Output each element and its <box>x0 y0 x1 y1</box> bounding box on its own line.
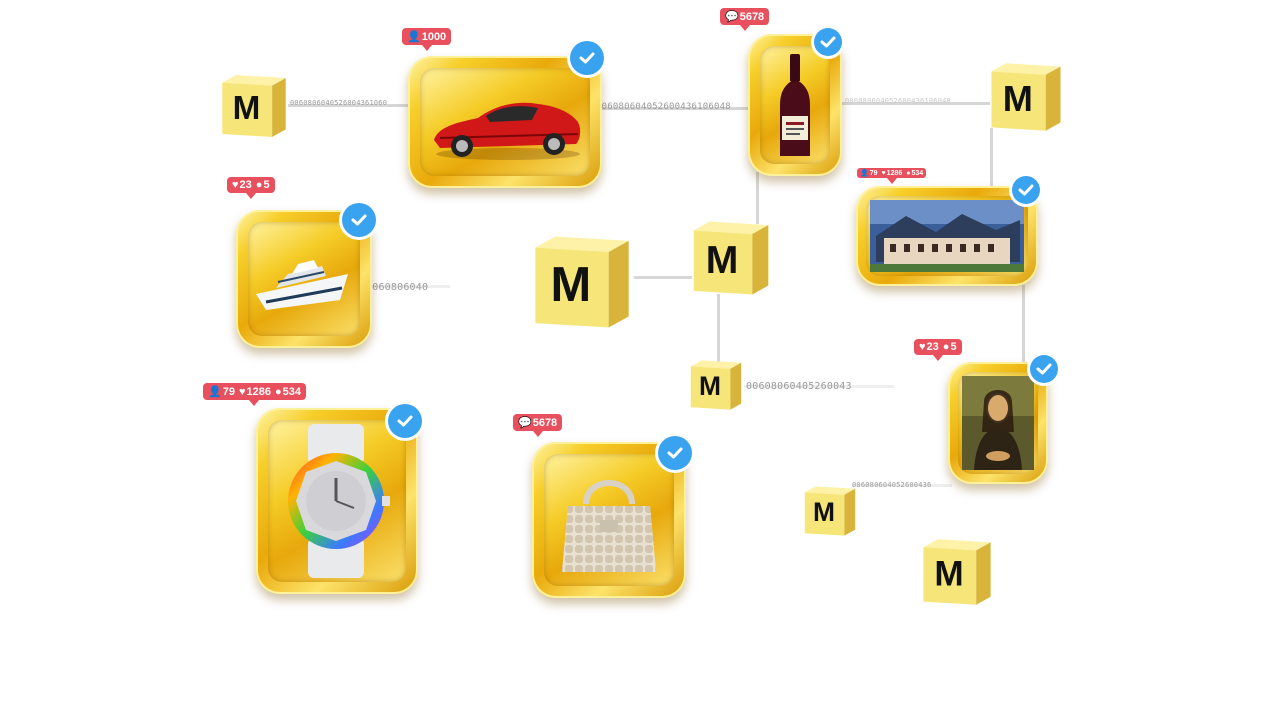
hash-car-left: 0060806040526004361060 <box>290 99 388 107</box>
m-logo-cube-icon[interactable]: M <box>916 536 998 608</box>
yacht-image <box>256 260 348 310</box>
comment-icon: ● <box>255 179 263 191</box>
badge-value: 79 <box>869 169 878 177</box>
link-wine-cube-center <box>756 172 759 224</box>
m-logo-cube-icon[interactable]: M <box>216 72 292 140</box>
badge-value: 1000 <box>421 30 447 43</box>
link-smallcube-painting <box>744 385 894 388</box>
badge-mansion: 👤79 ♥1286 ●534 <box>857 168 927 184</box>
cube-mark: M <box>699 371 721 401</box>
badge-painting: ♥23 ●5 <box>914 339 962 361</box>
verified-check-icon <box>1030 355 1058 383</box>
badge-value: 5678 <box>739 10 765 23</box>
link-car-wine <box>600 107 752 110</box>
nft-card-mansion[interactable] <box>856 186 1038 286</box>
verified-check-icon <box>570 41 604 75</box>
m-logo-cube-icon[interactable]: M <box>524 232 640 332</box>
handbag-image <box>562 480 656 572</box>
m-logo-cube-icon[interactable]: M <box>686 218 776 298</box>
link-cube-cube-small <box>717 294 720 364</box>
badge-value: 23 <box>926 341 939 353</box>
comment-icon: ● <box>274 385 282 398</box>
m-logo-cube-icon[interactable]: M <box>800 482 860 540</box>
verified-check-icon <box>658 436 692 470</box>
user-icon: 👤 <box>407 31 421 43</box>
badge-value: 1286 <box>886 169 903 177</box>
badge-value: 5 <box>263 179 270 191</box>
hash-car-wine: 006080604052600436106048 <box>596 102 731 112</box>
badge-wine: 💬5678 <box>720 8 770 31</box>
link-yacht-right <box>370 285 450 288</box>
heart-icon: ♥ <box>881 169 886 177</box>
cube-mark: M <box>813 497 835 527</box>
hash-wine-right: 006080604052600436106048 <box>845 97 951 105</box>
sports-car-image <box>434 102 581 160</box>
hash-painting-bottom: 006080604052600436 <box>852 481 932 489</box>
link-cube-mansion <box>990 128 993 190</box>
badge-car: 👤1000 <box>402 28 452 51</box>
badge-value: 5 <box>950 341 957 353</box>
wine-bottle-image <box>780 54 810 156</box>
verified-check-icon <box>814 28 842 56</box>
verified-check-icon <box>1012 176 1040 204</box>
heart-icon: ♥ <box>232 179 239 191</box>
cube-mark: M <box>706 239 739 282</box>
m-logo-cube-icon[interactable]: M <box>686 358 746 412</box>
cube-mark: M <box>551 258 592 312</box>
hash-yacht: 0060806040 <box>366 282 429 293</box>
m-logo-cube-icon[interactable]: M <box>984 60 1068 134</box>
comment-icon: ● <box>906 169 911 177</box>
link-cube-car <box>288 104 410 107</box>
cube-mark: M <box>1003 78 1033 119</box>
comment-icon: 💬 <box>725 11 739 23</box>
user-icon: 👤 <box>860 170 869 177</box>
badge-value: 23 <box>239 179 252 191</box>
nft-card-wine[interactable] <box>748 34 842 176</box>
badge-value: 5678 <box>532 416 558 429</box>
user-icon: 👤 <box>208 386 222 398</box>
link-mansion-painting <box>1022 285 1025 365</box>
verified-check-icon <box>342 203 376 237</box>
watch-image <box>288 424 390 578</box>
comment-icon: 💬 <box>518 417 532 429</box>
mansion-image <box>870 200 1024 272</box>
link-wine-cube <box>838 102 990 105</box>
link-bigcube-cube <box>634 276 692 279</box>
heart-icon: ♥ <box>238 385 246 398</box>
badge-value: 534 <box>911 169 924 177</box>
mona-lisa-image <box>962 376 1034 470</box>
nft-card-painting[interactable] <box>948 362 1048 484</box>
nft-card-handbag[interactable] <box>532 442 686 598</box>
badge-value: 1286 <box>246 385 271 398</box>
verified-check-icon <box>388 404 422 438</box>
hash-cube-bottom: 00608060405260043 <box>746 381 852 392</box>
badge-value: 79 <box>222 385 235 398</box>
badge-yacht: ♥23 ●5 <box>227 177 275 199</box>
heart-icon: ♥ <box>919 341 926 353</box>
comment-icon: ● <box>942 341 950 353</box>
nft-card-car[interactable] <box>408 56 602 188</box>
nft-card-watch[interactable] <box>256 408 418 594</box>
badge-watch: 👤79 ♥1286 ●534 <box>203 383 306 406</box>
cube-mark: M <box>934 555 963 594</box>
link-painting-cube <box>852 484 952 487</box>
badge-handbag: 💬5678 <box>513 414 563 437</box>
cube-mark: M <box>233 90 261 127</box>
badge-value: 534 <box>282 385 301 398</box>
